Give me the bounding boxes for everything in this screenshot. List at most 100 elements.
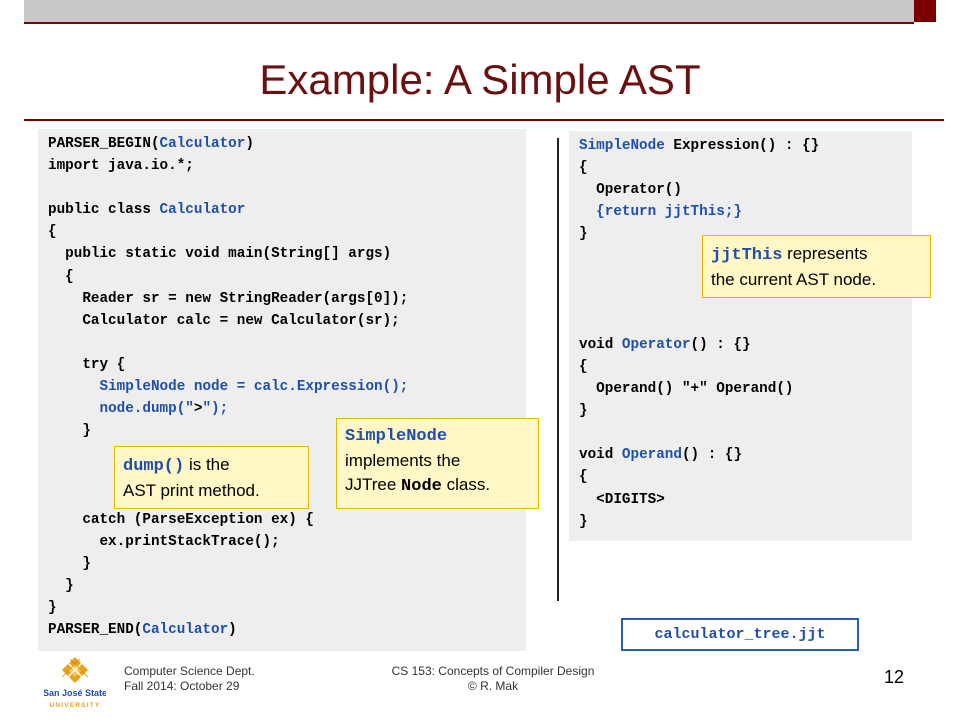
code-token: node = calc.Expression(); (185, 379, 409, 396)
code-left-line: import java.io.*; (48, 155, 526, 177)
code-token: Calculator (159, 136, 246, 152)
code-right-line (579, 312, 912, 334)
code-token: } (579, 226, 588, 243)
code-right-line: void Operator() : {} (579, 334, 912, 356)
code-right-line: Operand() "+" Operand() (579, 378, 912, 400)
callout-simplenode: SimpleNode implements the JJTree Node cl… (336, 418, 539, 509)
code-right-line: } (579, 223, 912, 245)
code-token: () : {} (681, 447, 743, 464)
callout-dump-text2: AST print method. (123, 481, 260, 500)
code-left-line: Reader sr = new StringReader(args[0]); (48, 288, 526, 310)
code-right-line: void Operand() : {} (579, 444, 912, 466)
code-token: { (48, 224, 57, 241)
footer-date: Fall 2014: October 29 (124, 679, 240, 693)
code-left-line: catch (ParseException ex) { (48, 509, 526, 531)
page-number: 12 (884, 667, 905, 687)
code-token: () : {} (690, 336, 751, 353)
code-token: Reader sr = new StringReader(args[0]); (48, 290, 409, 307)
code-left-line: } (48, 420, 526, 442)
code-token: } (579, 403, 588, 420)
code-token: catch (ParseException ex) { (48, 511, 314, 528)
code-token: Expression() : {} (664, 138, 820, 154)
code-left-line (48, 177, 526, 199)
filename-label: calculator_tree.jjt (621, 618, 859, 651)
code-token: Operand() "+" Operand() (579, 381, 794, 398)
code-token: {return jjtThis;} (579, 204, 743, 221)
code-token: <DIGITS> (579, 491, 665, 508)
code-left-line: { (48, 266, 526, 288)
code-token: Calculator (159, 202, 246, 219)
code-right-line: } (579, 400, 912, 422)
footer-course-title: CS 153: Concepts of Compiler Design © R.… (370, 664, 616, 694)
logo-text-line1: San José State (44, 688, 106, 698)
code-token: public class (48, 202, 160, 219)
code-left-line: PARSER_BEGIN(Calculator) (48, 133, 526, 155)
code-token: import java.io.*; (48, 158, 194, 175)
code-left-line: { (48, 221, 526, 243)
callout-dump-method: dump() is the AST print method. (114, 446, 309, 509)
footer-course-info: Computer Science Dept. Fall 2014: Octobe… (124, 664, 255, 694)
logo-text-line2: UNIVERSITY (49, 702, 100, 709)
code-token: ex.printStackTrace(); (48, 533, 280, 550)
sjsu-logo: San José State UNIVERSITY (44, 657, 106, 709)
callout-jjtthis-code: jjtThis (711, 246, 783, 265)
code-token: { (579, 469, 588, 486)
code-left-line (48, 332, 526, 354)
callout-jjtthis-text1: represents (782, 244, 868, 263)
code-right-line: SimpleNode Expression() : {} (579, 135, 912, 157)
title-rule (24, 119, 944, 121)
top-corner-accent (914, 0, 936, 22)
code-left-line: public static void main(String[] args) (48, 243, 526, 265)
code-token: { (48, 268, 74, 285)
code-left-line: } (48, 553, 526, 575)
code-left-line: public class Calculator (48, 199, 526, 221)
code-token: SimpleNode (99, 379, 186, 396)
footer-course-name: CS 153: Concepts of Compiler Design (391, 664, 595, 678)
footer-dept: Computer Science Dept. (124, 664, 255, 678)
code-token (48, 401, 99, 417)
code-token (48, 379, 99, 395)
code-right-line (579, 422, 912, 444)
code-token: Calculator calc = new Calculator(sr); (48, 312, 400, 329)
callout-simplenode-text1: implements the (345, 451, 461, 470)
top-decor-bar (24, 0, 914, 24)
code-token: } (48, 555, 91, 572)
code-left-line: PARSER_END(Calculator) (48, 619, 526, 641)
callout-jjtthis: jjtThis represents the current AST node. (702, 235, 931, 298)
code-token: } (48, 577, 74, 594)
code-right-line: {return jjtThis;} (579, 201, 912, 223)
code-right-line: { (579, 466, 912, 488)
code-right-line: } (579, 511, 912, 533)
code-token: { (579, 160, 588, 177)
callout-simplenode-suffix: class. (441, 475, 491, 494)
code-left-line: } (48, 597, 526, 619)
code-token: Operand (621, 447, 682, 464)
callout-simplenode-code2: Node (401, 477, 442, 496)
code-token: > (193, 401, 203, 418)
code-left-line: try { (48, 354, 526, 376)
code-token: void (579, 336, 622, 353)
code-token: PARSER_BEGIN( (48, 136, 160, 152)
callout-dump-code: dump() (123, 457, 185, 476)
code-token: SimpleNode (579, 138, 665, 154)
sjsu-emblem-icon (61, 657, 89, 683)
code-token: PARSER_END( (48, 622, 143, 639)
callout-jjtthis-text2: the current AST node. (711, 270, 877, 289)
callout-simplenode-code: SimpleNode (345, 427, 448, 446)
code-token: public static void main(String[] args) (48, 246, 392, 263)
code-right-line: { (579, 157, 912, 179)
slide-title: Example: A Simple AST (259, 56, 701, 103)
code-token: Operator (621, 336, 691, 353)
code-right-line: Operator() (579, 179, 912, 201)
callout-dump-text1: is the (184, 455, 230, 474)
code-token: } (48, 599, 57, 616)
code-token: { (579, 358, 588, 375)
callout-simplenode-prefix: JJTree (345, 475, 402, 494)
column-divider (557, 138, 559, 601)
code-block-grammar-rules: SimpleNode Expression() : {}{ Operator()… (569, 131, 912, 541)
code-token: Operator() (579, 182, 682, 199)
code-right-line: { (579, 356, 912, 378)
code-token: ) (245, 136, 254, 152)
code-left-line: node.dump(">"); (48, 398, 526, 420)
footer-author: © R. Mak (467, 679, 519, 693)
